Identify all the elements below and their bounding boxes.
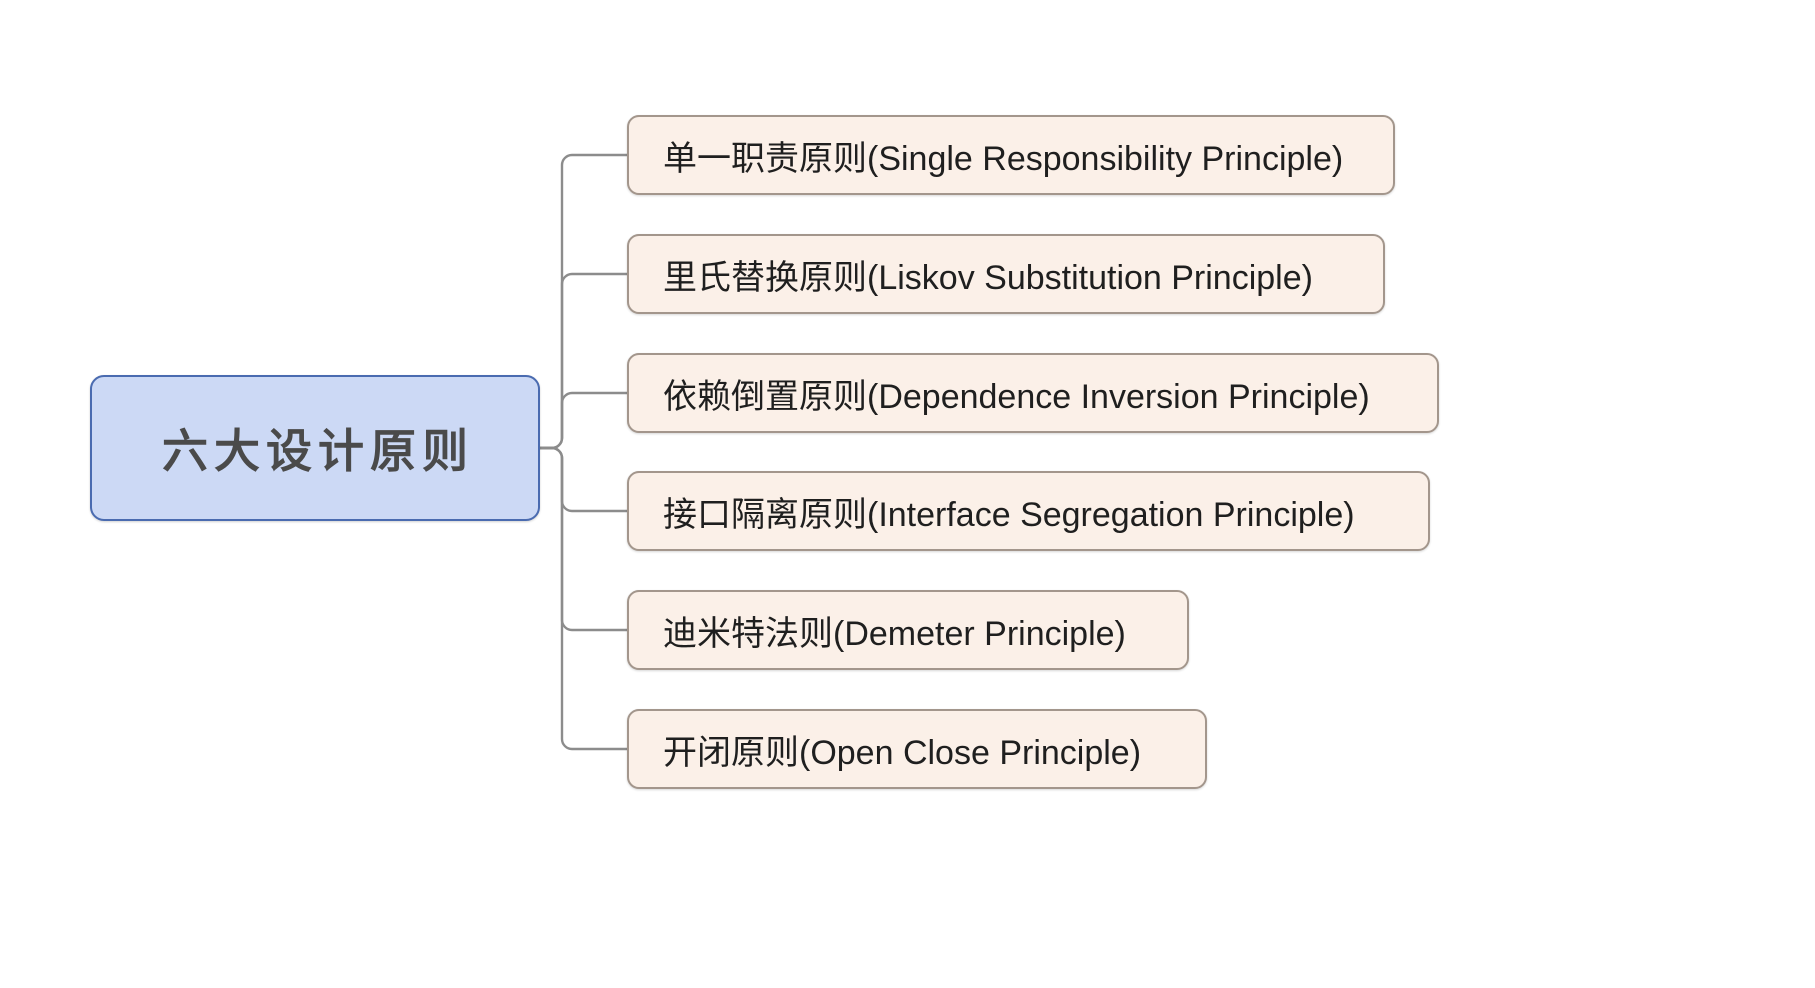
- mindmap-child-node-6[interactable]: 开闭原则(Open Close Principle): [627, 709, 1207, 789]
- mindmap-child-label-4: 接口隔离原则(Interface Segregation Principle): [663, 495, 1355, 534]
- mindmap-child-node-3[interactable]: 依赖倒置原则(Dependence Inversion Principle): [627, 353, 1439, 433]
- edge-root-to-child-6: [538, 446, 629, 751]
- mindmap-child-label-5: 迪米特法则(Demeter Principle): [663, 614, 1126, 653]
- mindmap-child-label-2: 里氏替换原则(Liskov Substitution Principle): [663, 258, 1313, 297]
- mindmap-root-node[interactable]: 六大设计原则: [90, 375, 540, 521]
- mindmap-child-node-2[interactable]: 里氏替换原则(Liskov Substitution Principle): [627, 234, 1385, 314]
- mindmap-child-node-5[interactable]: 迪米特法则(Demeter Principle): [627, 590, 1189, 670]
- mindmap-child-label-1: 单一职责原则(Single Responsibility Principle): [663, 139, 1344, 178]
- edge-root-to-child-2: [538, 272, 629, 450]
- edge-root-to-child-4: [538, 446, 629, 513]
- mindmap-child-node-4[interactable]: 接口隔离原则(Interface Segregation Principle): [627, 471, 1430, 551]
- mindmap-child-label-6: 开闭原则(Open Close Principle): [663, 733, 1142, 772]
- mindmap-root-label: 六大设计原则: [162, 425, 474, 477]
- mindmap-child-node-1[interactable]: 单一职责原则(Single Responsibility Principle): [627, 115, 1395, 195]
- edge-root-to-child-3: [538, 391, 629, 450]
- mindmap-child-label-3: 依赖倒置原则(Dependence Inversion Principle): [663, 377, 1370, 416]
- edge-root-to-child-1: [538, 153, 629, 450]
- edge-root-to-child-5: [538, 446, 629, 632]
